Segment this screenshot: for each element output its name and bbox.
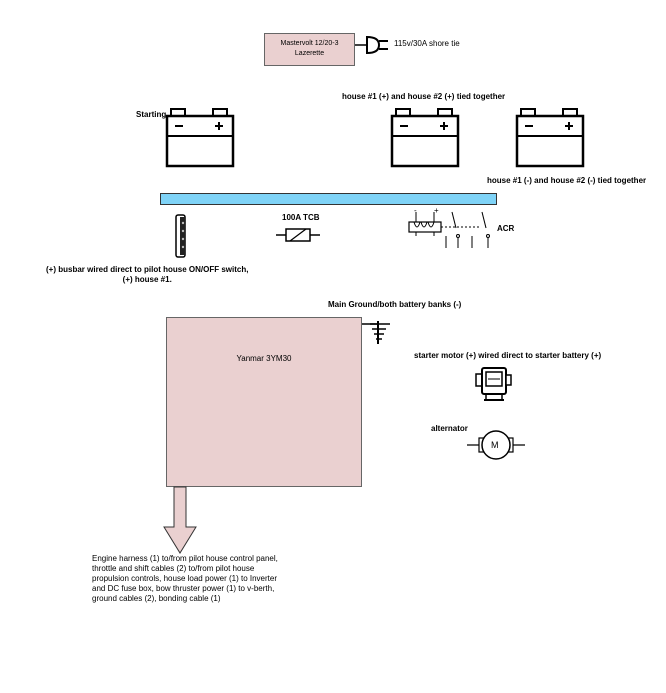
starter-label: starter motor (+) wired direct to starte…: [414, 351, 602, 360]
charger-location: Lazerette: [294, 50, 325, 57]
shore-tie-label: 115v/30A shore tie: [394, 39, 460, 48]
acr-minus: -: [414, 206, 417, 215]
acr-relay-icon: [408, 211, 490, 248]
ground-symbol-icon: [362, 321, 390, 344]
starter-motor-icon: [475, 367, 512, 401]
harness-arrow-icon: [163, 486, 197, 554]
acr-label: ACR: [497, 224, 515, 233]
terminal-strip-icon: [175, 214, 186, 258]
shore-plug-icon: [355, 35, 388, 55]
house-battery-2-icon: [515, 108, 585, 168]
tcb-label: 100A TCB: [282, 213, 320, 222]
harness-note: Engine harness (1) to/from pilot house c…: [92, 554, 278, 603]
breaker-icon: [276, 228, 320, 242]
busbar-note: (+) busbar wired direct to pilot house O…: [46, 265, 249, 284]
alternator-icon: [467, 430, 525, 460]
starting-battery-label: Starting: [136, 110, 167, 119]
house-negative-note: house #1 (-) and house #2 (-) tied toget…: [487, 176, 647, 185]
busbar: [160, 193, 497, 205]
alternator-label: alternator: [431, 424, 468, 433]
starting-battery-icon: [165, 108, 235, 168]
engine-label: Yanmar 3YM30: [236, 354, 292, 363]
house-positive-note: house #1 (+) and house #2 (+) tied toget…: [342, 92, 506, 101]
charger-name: Mastervolt 12/20-3: [280, 40, 339, 47]
house-battery-1-icon: [390, 108, 460, 168]
engine-box: Yanmar 3YM30: [166, 317, 362, 487]
charger-box: Mastervolt 12/20-3 Lazerette: [264, 33, 355, 66]
acr-plus: +: [434, 206, 439, 215]
ground-label: Main Ground/both battery banks (-): [328, 300, 462, 309]
alternator-symbol: M: [491, 440, 499, 450]
